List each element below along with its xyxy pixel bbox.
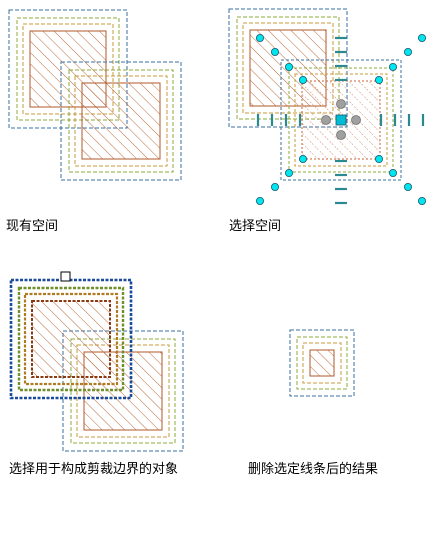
panel-existing-space bbox=[8, 9, 182, 181]
caption-existing-space: 现有空间 bbox=[6, 219, 59, 234]
pick-box[interactable] bbox=[60, 271, 71, 282]
panel-select-clip-objects bbox=[9, 271, 184, 452]
panel-select-space bbox=[228, 8, 426, 205]
center-grip-square[interactable] bbox=[335, 114, 347, 126]
caption-select-space: 选择空间 bbox=[229, 219, 282, 234]
grip-points[interactable] bbox=[255, 34, 426, 205]
space-b-selected[interactable] bbox=[280, 59, 402, 181]
caption-delete-lines-result: 删除选定线条后的结果 bbox=[248, 462, 379, 477]
panel-result bbox=[289, 329, 355, 397]
space-b bbox=[60, 61, 182, 181]
caption-select-clip-objects: 选择用于构成剪裁边界的对象 bbox=[9, 462, 179, 477]
dimension-ticks bbox=[256, 36, 425, 205]
space-a-selected[interactable] bbox=[9, 278, 133, 400]
center-grips[interactable] bbox=[321, 99, 361, 140]
